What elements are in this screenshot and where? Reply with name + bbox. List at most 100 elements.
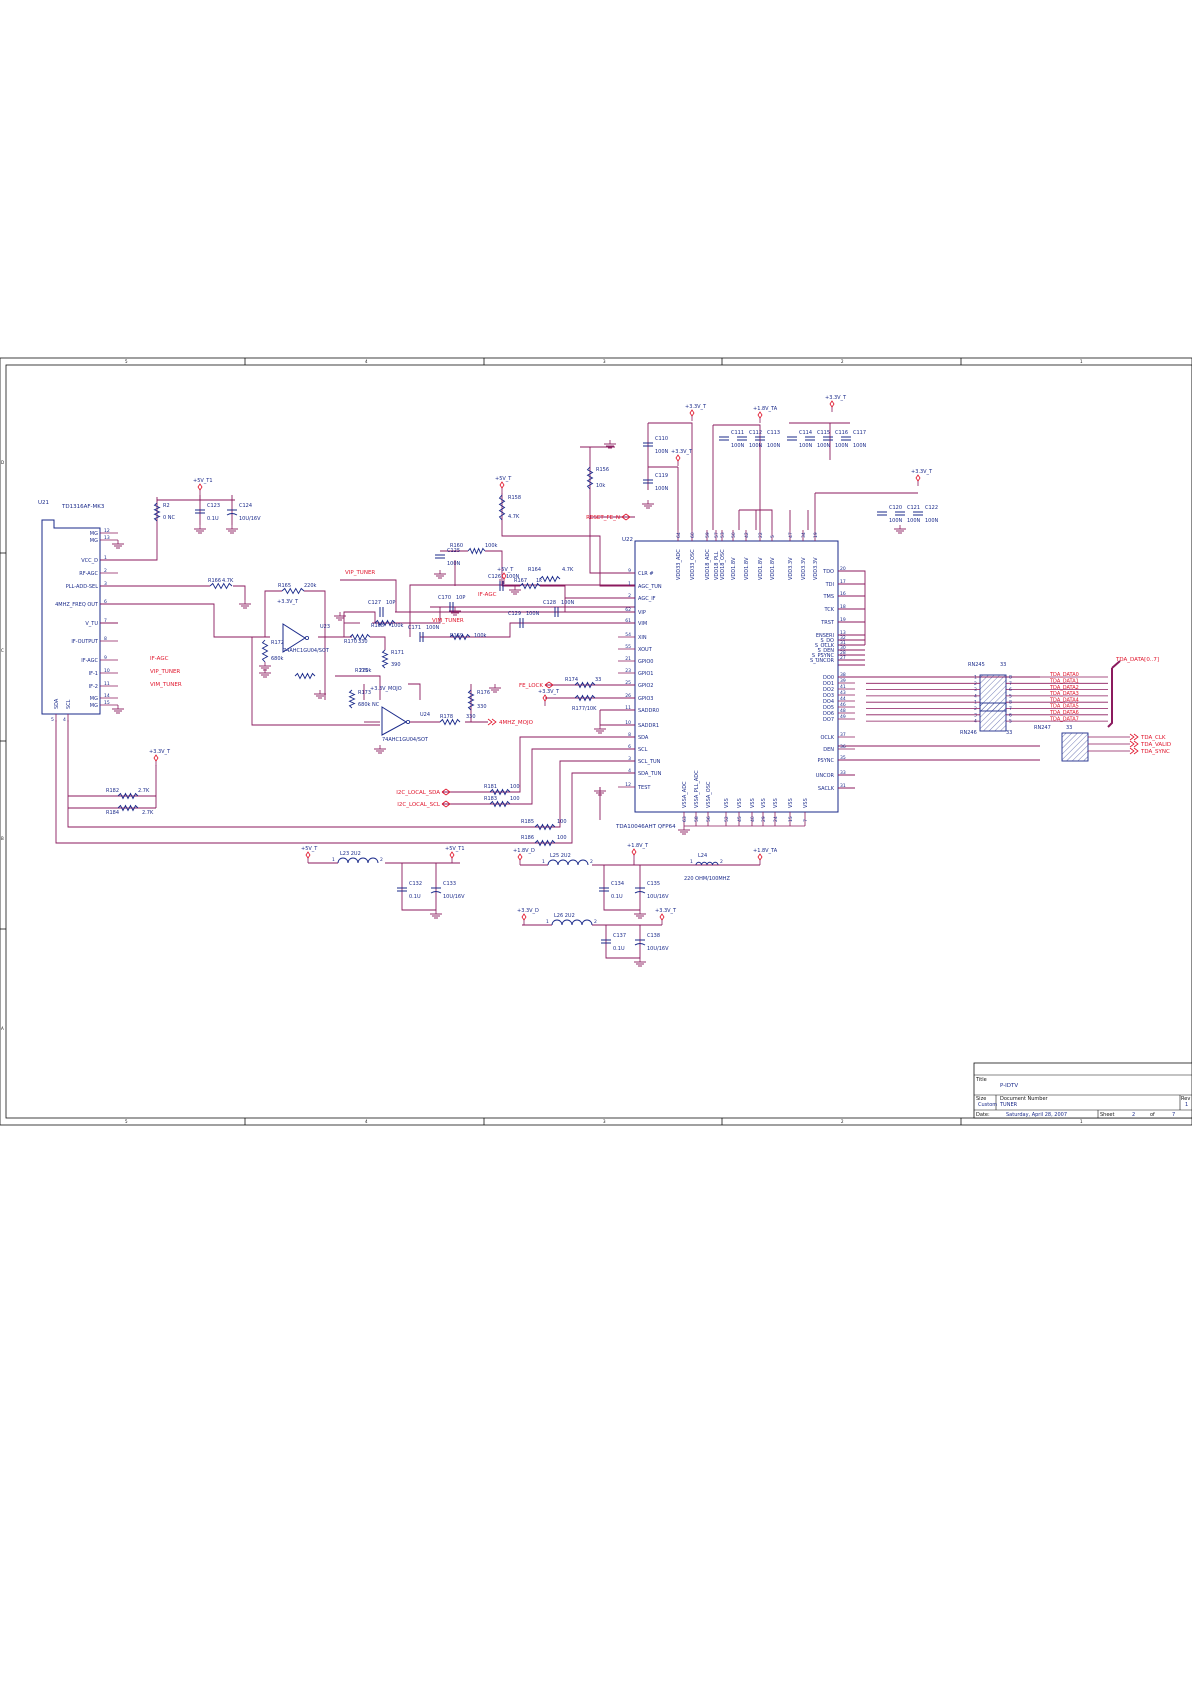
ground-icon (509, 586, 521, 595)
pin-name: SADDR0 (638, 708, 659, 714)
pin-number: 54 (625, 632, 631, 638)
date-value: Saturday, April 28, 2007 (1006, 1112, 1067, 1118)
pin-number: 31 (840, 640, 846, 646)
power-port: +5V_T (495, 476, 512, 493)
ground-icon (259, 669, 271, 678)
resistor-refdes: R178 (440, 714, 453, 720)
power-port-label: +3.3V_T (538, 689, 560, 695)
pin-number: 4 (974, 693, 977, 699)
resistor-network-rn246[interactable]: RN246 33 (960, 702, 1012, 736)
resistor-value: 100 (557, 819, 567, 825)
zone-row-label: B (1, 836, 4, 841)
pin-name: VSS (788, 798, 794, 808)
pin-number: 19 (813, 532, 819, 538)
pin-name: VSS (750, 798, 756, 808)
net-label: IF-AGC (478, 592, 497, 598)
inverter-u23[interactable]: U23 74AHC1GU04/SOT +3.3V_T (277, 599, 330, 654)
ground-icon (112, 540, 124, 549)
pin-number: 8 (104, 636, 107, 642)
pin-number: 9 (104, 655, 107, 661)
capacitor-value: 100N (506, 574, 520, 580)
tuner-module-u21[interactable]: U21 TD1316AF-MK3 12MG13MG1VCC_D2RF-AGC3P… (38, 500, 118, 723)
pin-name: MG (90, 703, 98, 709)
capacitor-value: 100N (853, 443, 867, 449)
ground-icon (259, 662, 271, 671)
inverter-u24[interactable]: U24 74AHC1GU04/SOT +3.3V_MOJO (370, 686, 430, 743)
ground-icon (226, 525, 238, 534)
ground-icon (604, 440, 616, 449)
pin-number: 26 (625, 693, 631, 699)
pin-number: 56 (706, 816, 712, 822)
net-label-text: TDA_DATA3 (1049, 691, 1079, 697)
resistor-refdes: R183 (484, 796, 497, 802)
zone-row-label: A (1, 1026, 4, 1031)
resistor-network-rn247[interactable]: RN247 33 (1034, 725, 1089, 762)
pin-name: PSYNC (818, 758, 835, 764)
resistor[interactable] (574, 694, 596, 702)
pin-number: 1 (542, 859, 545, 865)
pin-number: 2 (590, 859, 593, 865)
capacitor-refdes: C125 (447, 548, 460, 554)
pin-number: 5 (51, 717, 54, 723)
pin-name: VDD18_OSC (720, 549, 726, 580)
resistor[interactable]: R20 NC (153, 502, 176, 522)
pin-name: AGC_IF (638, 596, 656, 602)
pin-number: 7 (1009, 681, 1012, 687)
